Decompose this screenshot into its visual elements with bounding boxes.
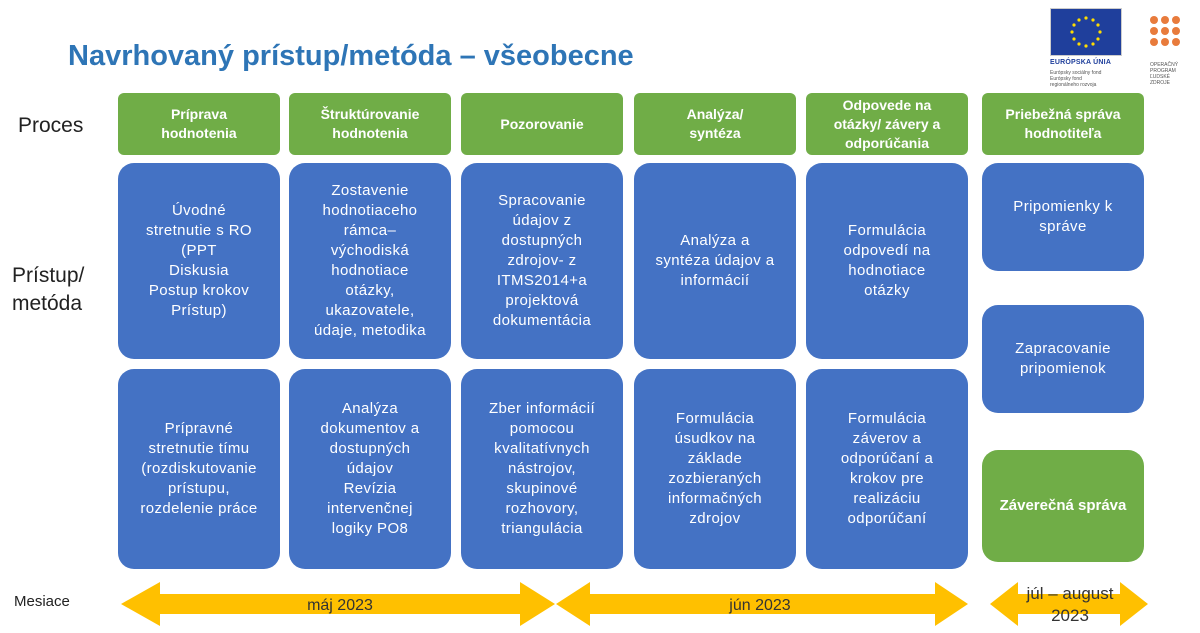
box-analyza-dokumentov: Analýza dokumentov a dostupných údajov R… bbox=[289, 369, 451, 569]
box-pripomienky: Pripomienky k správe bbox=[982, 163, 1144, 271]
month-label-maj: máj 2023 bbox=[307, 597, 373, 614]
header-strukturovanie: Štruktúrovanie hodnotenia bbox=[289, 93, 451, 155]
eu-logo-subtext: Európsky sociálny fond Európsky fond reg… bbox=[1050, 70, 1102, 88]
month-label-jul-august: júl – august 2023 bbox=[1026, 584, 1114, 625]
box-spracovanie-udajov: Spracovanie údajov z dostupných zdrojov-… bbox=[461, 163, 623, 359]
box-uvodne-stretnutie: Úvodné stretnutie s RO (PPT Diskusia Pos… bbox=[118, 163, 280, 359]
header-pozorovanie: Pozorovanie bbox=[461, 93, 623, 155]
eu-logo: EURÓPSKA ÚNIA Európsky sociálny fond Eur… bbox=[1050, 8, 1122, 88]
header-priebezna-sprava: Priebežná správa hodnotiteľa bbox=[982, 93, 1144, 155]
box-formulacia-usudkov: Formulácia úsudkov na základe zozbieraný… bbox=[634, 369, 796, 569]
row-label-pristup: Prístup/ metóda bbox=[12, 262, 84, 318]
box-analyza-syntez: Analýza a syntéza údajov a informácií bbox=[634, 163, 796, 359]
arrow-jul-august bbox=[990, 582, 1148, 626]
eu-logo-label: EURÓPSKA ÚNIA bbox=[1050, 59, 1112, 66]
box-formulacia-odpovedi: Formulácia odpovedí na hodnotiace otázky bbox=[806, 163, 968, 359]
arrow-jun bbox=[556, 582, 968, 626]
box-pripravne-stretnutie: Prípravné stretnutie tímu (rozdiskutovan… bbox=[118, 369, 280, 569]
header-analyza: Analýza/ syntéza bbox=[634, 93, 796, 155]
op-logo: OPERAČNÝ PROGRAM ĽUDSKÉ ZDROJE bbox=[1150, 16, 1200, 86]
row-label-proces: Proces bbox=[18, 114, 84, 137]
eu-flag-icon bbox=[1050, 8, 1122, 56]
op-dots-icon bbox=[1150, 16, 1190, 58]
page-title: Navrhovaný prístup/metóda – všeobecne bbox=[68, 40, 634, 72]
arrow-maj bbox=[121, 582, 555, 626]
box-zapracovanie: Zapracovanie pripomienok bbox=[982, 305, 1144, 413]
box-zostavenie-ramca: Zostavenie hodnotiaceho rámca– východisk… bbox=[289, 163, 451, 359]
box-zaverecna-sprava: Záverečná správa bbox=[982, 450, 1144, 562]
header-odpovede: Odpovede na otázky/ závery a odporúčania bbox=[806, 93, 968, 155]
box-formulacia-zaverov: Formulácia záverov a odporúčaní a krokov… bbox=[806, 369, 968, 569]
row-label-pristup-line1: Prístup/ bbox=[12, 264, 85, 287]
row-label-pristup-line2: metóda bbox=[12, 292, 83, 315]
header-priprava: Príprava hodnotenia bbox=[118, 93, 280, 155]
box-zber-informacii: Zber informácií pomocou kvalitatívnych n… bbox=[461, 369, 623, 569]
row-label-mesiace: Mesiace bbox=[14, 593, 70, 610]
op-logo-text: OPERAČNÝ PROGRAM ĽUDSKÉ ZDROJE bbox=[1150, 62, 1179, 86]
month-label-jun: jún 2023 bbox=[729, 597, 791, 614]
